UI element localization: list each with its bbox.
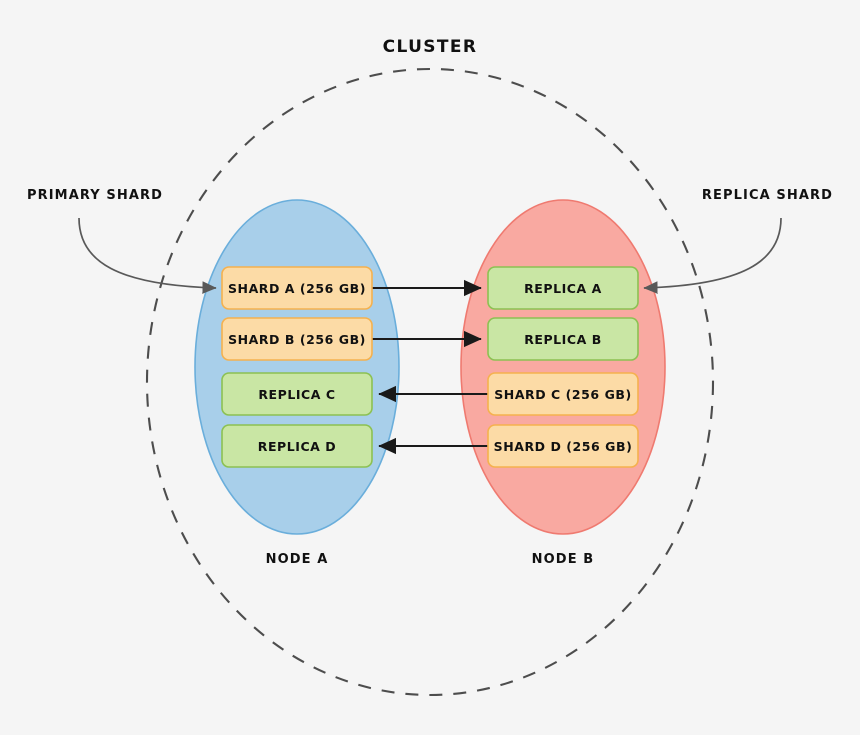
box-replica-b[interactable] [487,317,639,361]
box-replica-a-label: REPLICA A [524,281,602,296]
box-shard-c-label: SHARD C (256 GB) [494,387,631,402]
box-replica-d[interactable] [221,424,373,468]
box-shard-c[interactable] [487,372,639,416]
box-replica-c-label: REPLICA C [258,387,335,402]
replica-shard-callout: REPLICA SHARD [643,188,833,294]
replica-shard-callout-curve [643,217,782,294]
primary-shard-callout: PRIMARY SHARD [27,188,217,294]
box-replica-c[interactable] [221,372,373,416]
box-shard-a[interactable] [221,266,373,310]
cluster-boundary [145,67,715,697]
box-shard-b[interactable] [221,317,373,361]
primary-shard-callout-label: PRIMARY SHARD [27,188,163,203]
node-a-ellipse [194,199,400,535]
box-replica-d-label: REPLICA D [258,439,336,454]
node-a-label: NODE A [266,552,329,567]
box-shard-a-label: SHARD A (256 GB) [228,281,366,296]
replica-shard-callout-label: REPLICA SHARD [702,188,833,203]
box-shard-d[interactable] [487,424,639,468]
box-shard-d-label: SHARD D (256 GB) [494,439,633,454]
node-b-label: NODE B [532,552,595,567]
box-replica-a[interactable] [487,266,639,310]
node-b-group: REPLICA A REPLICA B SHARD C (256 GB) SHA… [487,266,639,567]
box-shard-b-label: SHARD B (256 GB) [228,332,366,347]
node-b-ellipse [460,199,666,535]
primary-shard-callout-curve [78,217,217,294]
node-a-group: SHARD A (256 GB) SHARD B (256 GB) REPLIC… [221,266,373,567]
box-replica-b-label: REPLICA B [524,332,602,347]
diagram-title: CLUSTER [383,37,478,57]
